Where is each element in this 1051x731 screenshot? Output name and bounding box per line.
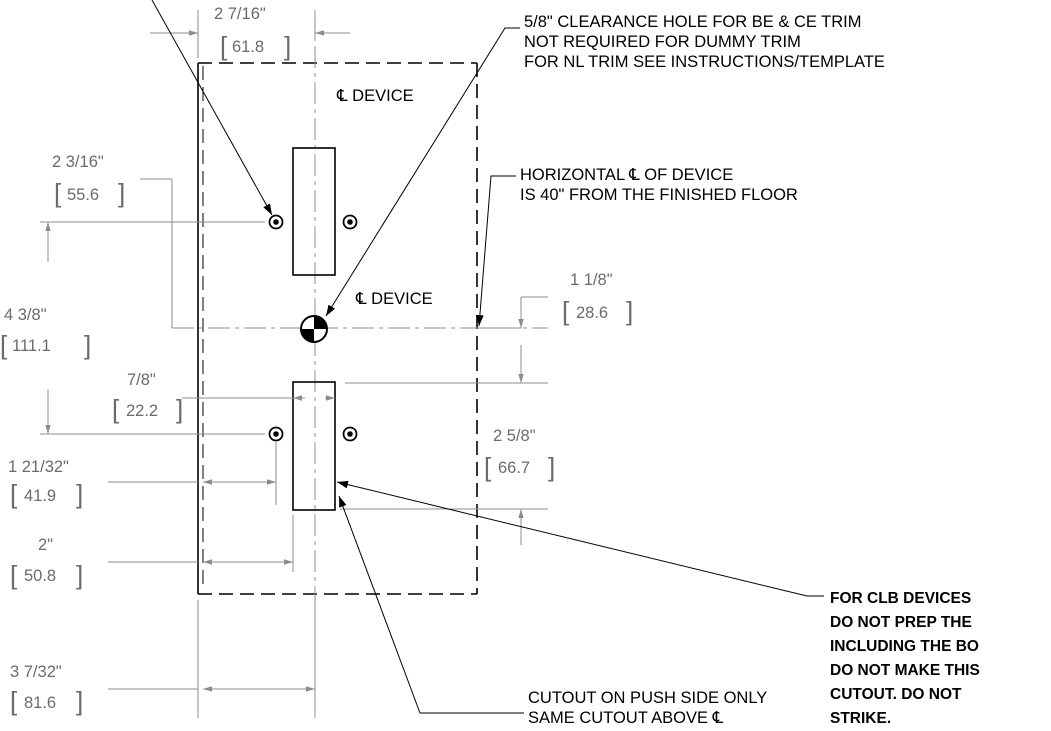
upper-cutout <box>292 147 336 276</box>
bracket-right: ] <box>626 296 633 326</box>
bracket-right: ] <box>76 686 83 716</box>
horizontal-cl-note: HORIZONTAL ℄ OF DEVICE IS 40" FROM THE F… <box>520 166 798 204</box>
dim-cl-to-cutout: 1 1/8" [ 28.6 ] <box>562 271 633 326</box>
bracket-left: [ <box>112 394 120 424</box>
dim-hole-spacing-metric: 111.1 <box>12 337 51 355</box>
bracket-right: ] <box>76 479 83 509</box>
dim-cutout-height-imperial: 2 5/8" <box>493 427 536 445</box>
horizontal-cl-line-1: HORIZONTAL ℄ OF DEVICE <box>520 166 733 184</box>
cutout-note: CUTOUT ON PUSH SIDE ONLY SAME CUTOUT ABO… <box>528 689 767 727</box>
dim-hole-spacing: 4 3/8" [ 111.1 ] <box>0 306 91 360</box>
cutout-note-line-2: SAME CUTOUT ABOVE ℄ <box>528 709 724 727</box>
dim-cutout-width-imperial: 7/8" <box>127 371 156 389</box>
clb-note-line-2: DO NOT PREP THE <box>830 614 972 631</box>
clb-note-line-3: INCLUDING THE BO <box>830 638 979 655</box>
bracket-left: [ <box>0 330 8 360</box>
dim-cutout-height: 2 5/8" [ 66.7 ] <box>484 427 555 482</box>
bracket-left: [ <box>10 560 18 590</box>
bracket-right: ] <box>84 330 91 360</box>
dim-upper-hole: 2 3/16" [ 55.6 ] <box>52 153 125 208</box>
clb-note-line-4: DO NOT MAKE THIS <box>830 662 980 679</box>
lower-cutout <box>292 381 336 511</box>
bracket-right: ] <box>548 452 555 482</box>
dim-backset-imperial: 3 7/32" <box>10 663 62 681</box>
dim-hole-spacing-imperial: 4 3/8" <box>4 306 47 324</box>
clb-note-line-6: STRIKE. <box>830 710 891 727</box>
mounting-hole-lower-right <box>342 426 358 442</box>
dim-cutout-width-metric: 22.2 <box>126 402 158 420</box>
clearance-note-line-2: NOT REQUIRED FOR DUMMY TRIM <box>524 33 801 51</box>
dim-cl-to-cutout-metric: 28.6 <box>576 304 608 322</box>
clearance-hole-symbol <box>300 315 328 343</box>
clb-note: FOR CLB DEVICES DO NOT PREP THE INCLUDIN… <box>830 590 980 727</box>
mounting-hole-upper-left <box>268 214 284 230</box>
mounting-hole-upper-right <box>342 214 358 230</box>
mounting-hole-lower-left <box>268 426 284 442</box>
dim-cutout-offset: 2" [ 50.8 ] <box>10 536 83 590</box>
dim-cutout-offset-imperial: 2" <box>38 536 53 554</box>
clearance-note-line-1: 5/8" CLEARANCE HOLE FOR BE & CE TRIM <box>524 13 861 31</box>
bracket-left: [ <box>220 31 228 61</box>
dim-upper-hole-imperial: 2 3/16" <box>52 153 104 171</box>
bracket-right: ] <box>118 178 125 208</box>
bracket-left: [ <box>10 686 18 716</box>
clearance-hole-note: 5/8" CLEARANCE HOLE FOR BE & CE TRIM NOT… <box>524 13 885 71</box>
cl-device-label-mid: ℄ DEVICE <box>355 290 433 308</box>
clb-note-line-1: FOR CLB DEVICES <box>830 590 971 607</box>
bracket-right: ] <box>176 394 183 424</box>
dim-cutout-width: 7/8" [ 22.2 ] <box>112 371 183 424</box>
dim-backset-metric: 81.6 <box>24 694 56 712</box>
bracket-left: [ <box>562 296 570 326</box>
dim-top-width: 2 7/16" [ 61.8 ] <box>214 5 291 61</box>
dim-cutout-height-metric: 66.7 <box>498 459 530 477</box>
dim-upper-hole-metric: 55.6 <box>67 186 99 204</box>
dim-hole-offset-imperial: 1 21/32" <box>8 458 69 476</box>
dim-cl-to-cutout-imperial: 1 1/8" <box>570 271 613 289</box>
dim-top-width-imperial: 2 7/16" <box>214 5 266 23</box>
clb-note-line-5: CUTOUT. DO NOT <box>830 686 962 703</box>
cutout-note-line-1: CUTOUT ON PUSH SIDE ONLY <box>528 689 767 707</box>
dim-top-width-metric: 61.8 <box>232 38 264 56</box>
extension-lines <box>40 10 548 718</box>
bracket-left: [ <box>484 452 492 482</box>
bracket-left: [ <box>54 178 62 208</box>
dim-cutout-offset-metric: 50.8 <box>24 567 56 585</box>
bracket-right: ] <box>284 31 291 61</box>
bracket-right: ] <box>76 560 83 590</box>
bracket-left: [ <box>10 479 18 509</box>
cl-device-label-top: ℄ DEVICE <box>336 87 414 105</box>
clearance-note-line-3: FOR NL TRIM SEE INSTRUCTIONS/TEMPLATE <box>524 53 885 71</box>
dim-hole-offset-metric: 41.9 <box>24 487 56 505</box>
dim-backset: 3 7/32" [ 81.6 ] <box>10 663 83 716</box>
horizontal-cl-line-2: IS 40" FROM THE FINISHED FLOOR <box>520 186 798 204</box>
leader-lines <box>151 0 824 714</box>
dim-hole-offset: 1 21/32" [ 41.9 ] <box>8 458 83 509</box>
